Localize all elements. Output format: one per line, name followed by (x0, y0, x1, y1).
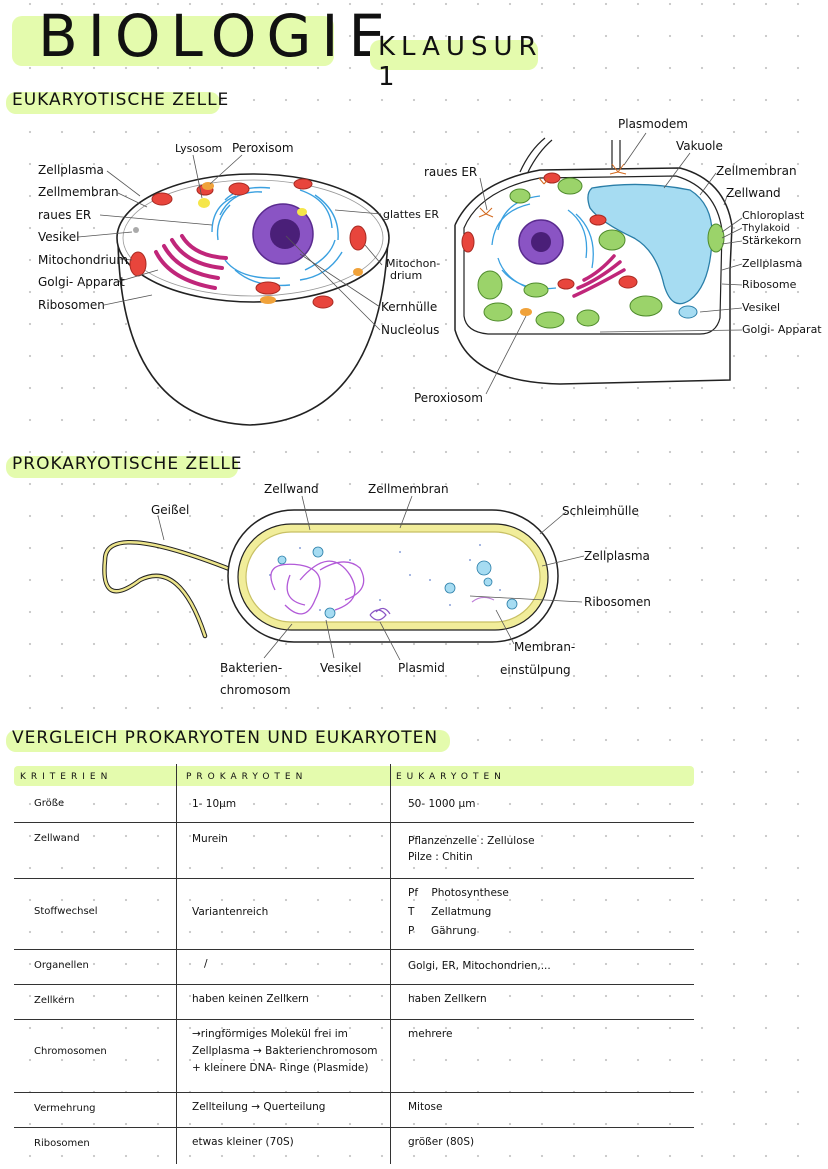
table-row: Ribosomen etwas kleiner (70S) größer (80… (34, 1136, 475, 1149)
plant-mitochondria (461, 172, 638, 290)
label-plasmodem: Plasmodem (618, 117, 688, 131)
label-membran-b: einstülpung (500, 663, 571, 677)
label-kernhuelle: Kernhülle (381, 300, 437, 314)
plasmid (369, 607, 391, 621)
page-subtitle: KLAUSUR 1 (370, 28, 538, 92)
prokaryote-ribosomes (269, 544, 501, 611)
label-zellwand-plant: Zellwand (726, 186, 781, 200)
plant-vesicle (678, 305, 698, 319)
table-row: Organellen / Golgi, ER, Mitochondrien,..… (14, 950, 694, 985)
table-row: Stoffwechsel Variantenreich Pf Photosynt… (14, 879, 694, 950)
bacterial-chromosome (270, 560, 365, 615)
label-ribosomen-pro: Ribosomen (584, 595, 651, 609)
label-chloroplast: Chloroplast (742, 209, 805, 222)
label-golgi-animal: Golgi- Apparat (38, 275, 125, 289)
table-row: Vermehrung Zellteilung → Querteilung Mit… (14, 1093, 694, 1128)
label-glattes-er: glattes ER (383, 208, 439, 221)
animal-er (211, 186, 343, 287)
label-ribosome-plant: Ribosome (742, 278, 797, 291)
animal-cell-diagram: Zellplasma Zellmembran raues ER Vesikel … (38, 141, 440, 426)
label-vesikel-pro: Vesikel (320, 661, 361, 675)
table-header: KRITERIEN PROKARYOTEN EUKARYOTEN (14, 764, 694, 786)
plant-chloroplasts (477, 177, 725, 329)
animal-peroxisomes (202, 182, 363, 304)
plant-golgi (572, 254, 626, 298)
subtitle-text: KLAUSUR 1 (378, 32, 543, 92)
label-peroxisom: Peroxisom (232, 141, 294, 155)
page-title: BIOLOGIE (12, 2, 385, 70)
label-vesikel-plant: Vesikel (742, 301, 780, 314)
cell-diagrams: Zellplasma Zellmembran raues ER Vesikel … (38, 117, 822, 697)
label-mitochondrium2-b: drium (390, 269, 422, 282)
label-raues-er-plant: raues ER (424, 165, 477, 179)
label-thylakoid: Thylakoid (741, 223, 790, 234)
label-geissel: Geißel (151, 503, 189, 517)
label-mitochondrium-animal: Mitochondrium (38, 253, 128, 267)
title-text: BIOLOGIE (38, 2, 396, 70)
label-zellmembran-pro: Zellmembran (368, 482, 449, 496)
label-golgi-plant: Golgi- Apparat (742, 323, 822, 336)
section-eukaryotic-heading: EUKARYOTISCHE ZELLE (6, 88, 228, 114)
label-plasmid: Plasmid (398, 661, 445, 675)
prokaryote-vesicles (277, 546, 518, 619)
plant-cell-diagram: Plasmodem raues ER Vakuole Zellmembran Z… (414, 117, 822, 405)
label-zellmembran-plant: Zellmembran (716, 164, 797, 178)
label-ribosomen-animal: Ribosomen (38, 298, 105, 312)
section-comparison-heading: VERGLEICH PROKARYOTEN UND EUKARYOTEN (6, 726, 452, 752)
label-vesikel-animal: Vesikel (38, 230, 79, 244)
table-row: Größe 1- 10µm 50- 1000 µm (14, 786, 694, 823)
animal-mitochondria (129, 178, 367, 309)
label-mitochondrium2-a: Mitochon- (386, 257, 440, 270)
header-kriterien: KRITERIEN (20, 772, 113, 782)
label-lysosom: Lysosom (175, 142, 222, 155)
plasmodesmata (519, 137, 621, 173)
cell-membrane (245, 531, 541, 623)
label-membran-a: Membran- (514, 640, 575, 654)
table-row: Chromosomen →ringförmiges Molekül frei i… (14, 1020, 694, 1093)
label-zellplasma-plant: Zellplasma (742, 257, 802, 270)
header-prokaryoten: PROKARYOTEN (186, 772, 308, 782)
plasmodesma-marks (478, 163, 627, 218)
label-zellwand-pro: Zellwand (264, 482, 319, 496)
animal-golgi (154, 234, 228, 290)
plant-er (491, 195, 594, 293)
label-bakterien-a: Bakterien- (220, 661, 282, 675)
animal-nucleolus (270, 219, 300, 249)
label-raues-er-animal: raues ER (38, 208, 91, 222)
label-schleimhuelle: Schleimhülle (562, 504, 639, 518)
label-zellplasma-pro: Zellplasma (584, 549, 650, 563)
label-nucleolus: Nucleolus (381, 323, 439, 337)
flagellum (103, 540, 234, 638)
label-bakterien-b: chromosom (220, 683, 291, 697)
label-zellplasma-animal: Zellplasma (38, 163, 104, 177)
plant-vacuole (587, 183, 713, 305)
table-row: Zellwand Murein Pflanzenzelle : Zellulos… (14, 823, 694, 879)
section-prokaryotic-heading: PROKARYOTISCHE ZELLE (6, 452, 242, 478)
plant-nucleolus (531, 232, 551, 252)
prokaryote-diagram: Geißel Zellwand Zellmembran Schleimhülle… (102, 482, 651, 697)
label-vakuole: Vakuole (676, 139, 723, 153)
animal-lysosomes (198, 198, 307, 216)
plant-peroxisome (520, 308, 532, 316)
header-eukaryoten: EUKARYOTEN (396, 772, 506, 782)
table-row: Zellkern haben keinen Zellkern haben Zel… (14, 985, 694, 1020)
label-staerkekorn: Stärkekorn (742, 234, 801, 247)
label-peroxiosom: Peroxiosom (414, 391, 483, 405)
label-zellmembran-animal: Zellmembran (38, 185, 119, 199)
